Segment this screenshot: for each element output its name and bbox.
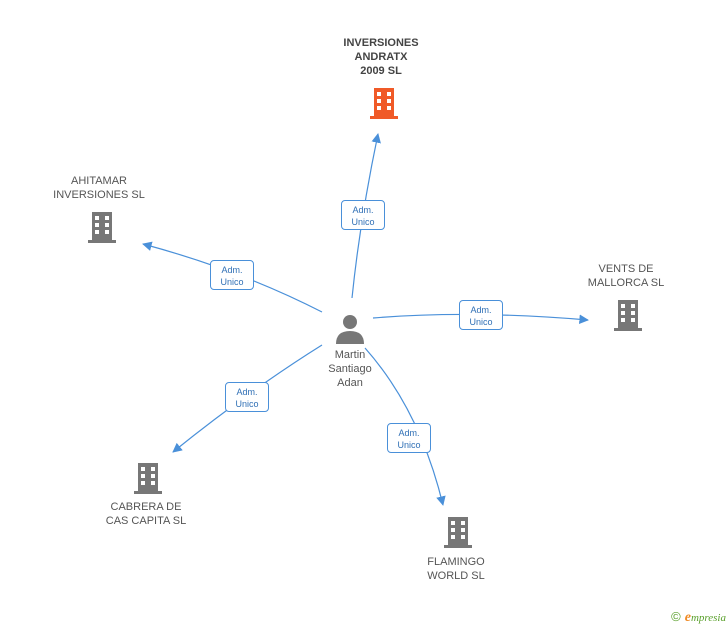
- copyright-icon: ©: [671, 609, 681, 624]
- relation-badge-ahitamar[interactable]: Adm. Unico: [210, 260, 254, 290]
- building-icon: [134, 463, 162, 494]
- relation-role: Adm.: [398, 428, 420, 438]
- company-name: CABRERA DE CAS CAPITA SL: [105, 501, 187, 527]
- relation-badge-vents-de-mallorca[interactable]: Adm. Unico: [459, 300, 503, 330]
- relation-role-detail: Unico: [220, 277, 244, 287]
- building-icon: [444, 517, 472, 548]
- relation-badge-inversiones-andratx[interactable]: Adm. Unico: [341, 200, 385, 230]
- relation-role: Adm.: [236, 387, 258, 397]
- relation-badge-cabrera-de-cas-capita[interactable]: Adm. Unico: [225, 382, 269, 412]
- relation-role-detail: Unico: [469, 317, 493, 327]
- building-icon: [370, 88, 398, 119]
- relation-role-detail: Unico: [351, 217, 375, 227]
- relation-role-detail: Unico: [397, 440, 421, 450]
- person-icon: [336, 315, 364, 344]
- brand-name: mpresia: [690, 612, 726, 624]
- relation-badge-flamingo-world[interactable]: Adm. Unico: [387, 423, 431, 453]
- building-icon: [614, 300, 642, 331]
- company-name: VENTS DE MALLORCA SL: [587, 263, 665, 289]
- brand-e: e: [684, 610, 691, 625]
- person-name: Martin Santiago Adan: [328, 349, 372, 389]
- company-name: INVERSIONES ANDRATX 2009 SL: [343, 37, 419, 77]
- brand-logo: ©empresia: [671, 609, 726, 626]
- company-name: AHITAMAR INVERSIONES SL: [53, 175, 145, 201]
- relation-role: Adm.: [221, 265, 243, 275]
- edge-flamingo-world: [364, 347, 446, 506]
- relation-role: Adm.: [352, 205, 374, 215]
- building-icon: [88, 212, 116, 243]
- relation-role: Adm.: [470, 305, 492, 315]
- company-name: FLAMINGO WORLD SL: [427, 556, 485, 582]
- relation-role-detail: Unico: [235, 399, 259, 409]
